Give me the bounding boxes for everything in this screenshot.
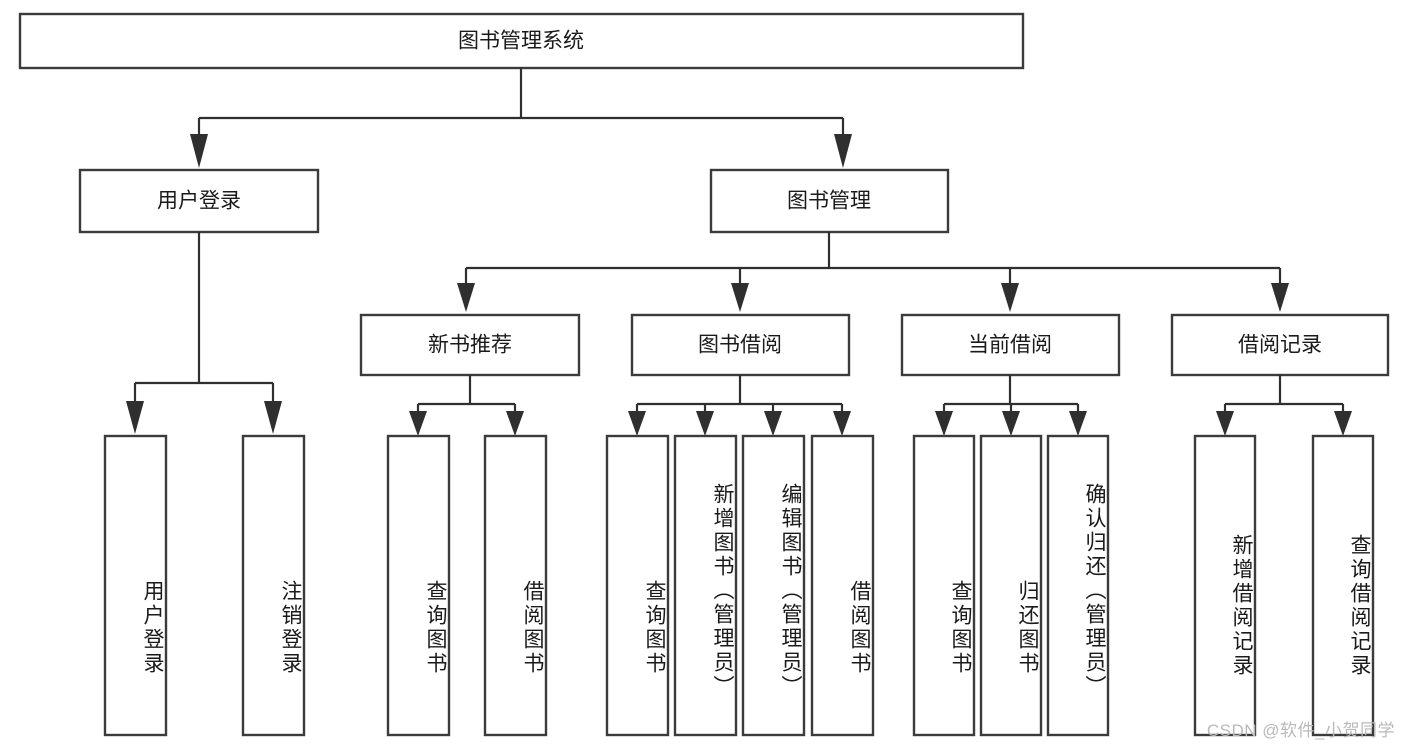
- connector-root-to-level2: [190, 68, 852, 168]
- leaf-box-book-borrow-3[interactable]: [810, 434, 875, 737]
- connector-new-book-recommend-to-leaves: [409, 375, 524, 436]
- node-user-login-box: [78, 168, 320, 234]
- leaf-box-current-borrow-0[interactable]: [912, 434, 976, 737]
- node-new-book-recommend[interactable]: 新书推荐: [359, 313, 581, 377]
- node-borrow-record[interactable]: 借阅记录: [1170, 313, 1390, 377]
- leaf-label-new-book-1: 借阅图书: [521, 579, 544, 676]
- leaf-label-new-book-0: 查询图书: [424, 579, 447, 676]
- node-borrow-record-box: [1170, 313, 1390, 377]
- leaf-box-new-book-1[interactable]: [483, 434, 548, 737]
- node-book-management-box: [709, 168, 950, 234]
- leaf-label-user-login-1: 注销登录: [279, 579, 302, 676]
- connector-book-borrow-to-leaves: [628, 375, 851, 436]
- node-root[interactable]: 图书管理系统: [18, 12, 1025, 70]
- leaf-label-book-borrow-2: 编辑图书（管理员）: [779, 482, 802, 699]
- node-root-box: [18, 12, 1025, 70]
- leaf-label-user-login-0: 用户登录: [141, 579, 164, 676]
- leaf-box-current-borrow-2[interactable]: [1046, 434, 1110, 737]
- node-new-book-recommend-box: [359, 313, 581, 377]
- leaf-label-book-borrow-3: 借阅图书: [848, 579, 871, 676]
- node-user-login[interactable]: 用户登录: [78, 168, 320, 234]
- leaf-label-current-borrow-0: 查询图书: [949, 579, 972, 676]
- node-current-borrow-label: 当前借阅: [968, 334, 1052, 357]
- leaf-label-book-borrow-0: 查询图书: [643, 579, 666, 676]
- leaf-box-borrow-record-1[interactable]: [1311, 434, 1375, 737]
- leaf-label-borrow-record-0: 新增借阅记录: [1230, 533, 1253, 678]
- node-new-book-recommend-label: 新书推荐: [428, 334, 512, 357]
- connector-borrow-record-to-leaves: [1216, 375, 1352, 436]
- leaf-label-book-borrow-1: 新增图书（管理员）: [711, 482, 734, 699]
- leaf-box-current-borrow-1[interactable]: [979, 434, 1043, 737]
- node-book-borrow-label: 图书借阅: [698, 334, 782, 357]
- leaf-box-new-book-0[interactable]: [386, 434, 451, 737]
- leaf-box-book-borrow-0[interactable]: [605, 434, 670, 737]
- node-book-borrow[interactable]: 图书借阅: [630, 313, 851, 377]
- connector-book-management-to-level3: [457, 232, 1289, 312]
- node-user-login-label: 用户登录: [157, 190, 241, 213]
- leaf-box-user-login-0[interactable]: [103, 434, 168, 737]
- leaf-box-book-borrow-2[interactable]: [741, 434, 806, 737]
- leaf-label-borrow-record-1: 查询借阅记录: [1348, 533, 1371, 678]
- leaf-box-borrow-record-0[interactable]: [1193, 434, 1257, 737]
- node-current-borrow[interactable]: 当前借阅: [900, 313, 1121, 377]
- node-book-management[interactable]: 图书管理: [709, 168, 950, 234]
- node-book-management-label: 图书管理: [787, 190, 871, 213]
- node-book-borrow-box: [630, 313, 851, 377]
- leaf-label-current-borrow-2: 确认归还（管理员）: [1083, 482, 1106, 699]
- leaf-box-user-login-1[interactable]: [241, 434, 306, 737]
- leaf-box-book-borrow-1[interactable]: [673, 434, 738, 737]
- leaf-label-current-borrow-1: 归还图书: [1016, 579, 1039, 676]
- connector-current-borrow-to-leaves: [935, 375, 1087, 436]
- node-borrow-record-label: 借阅记录: [1238, 334, 1322, 357]
- connector-user-login-to-leaves: [126, 232, 282, 434]
- node-root-label: 图书管理系统: [458, 30, 584, 53]
